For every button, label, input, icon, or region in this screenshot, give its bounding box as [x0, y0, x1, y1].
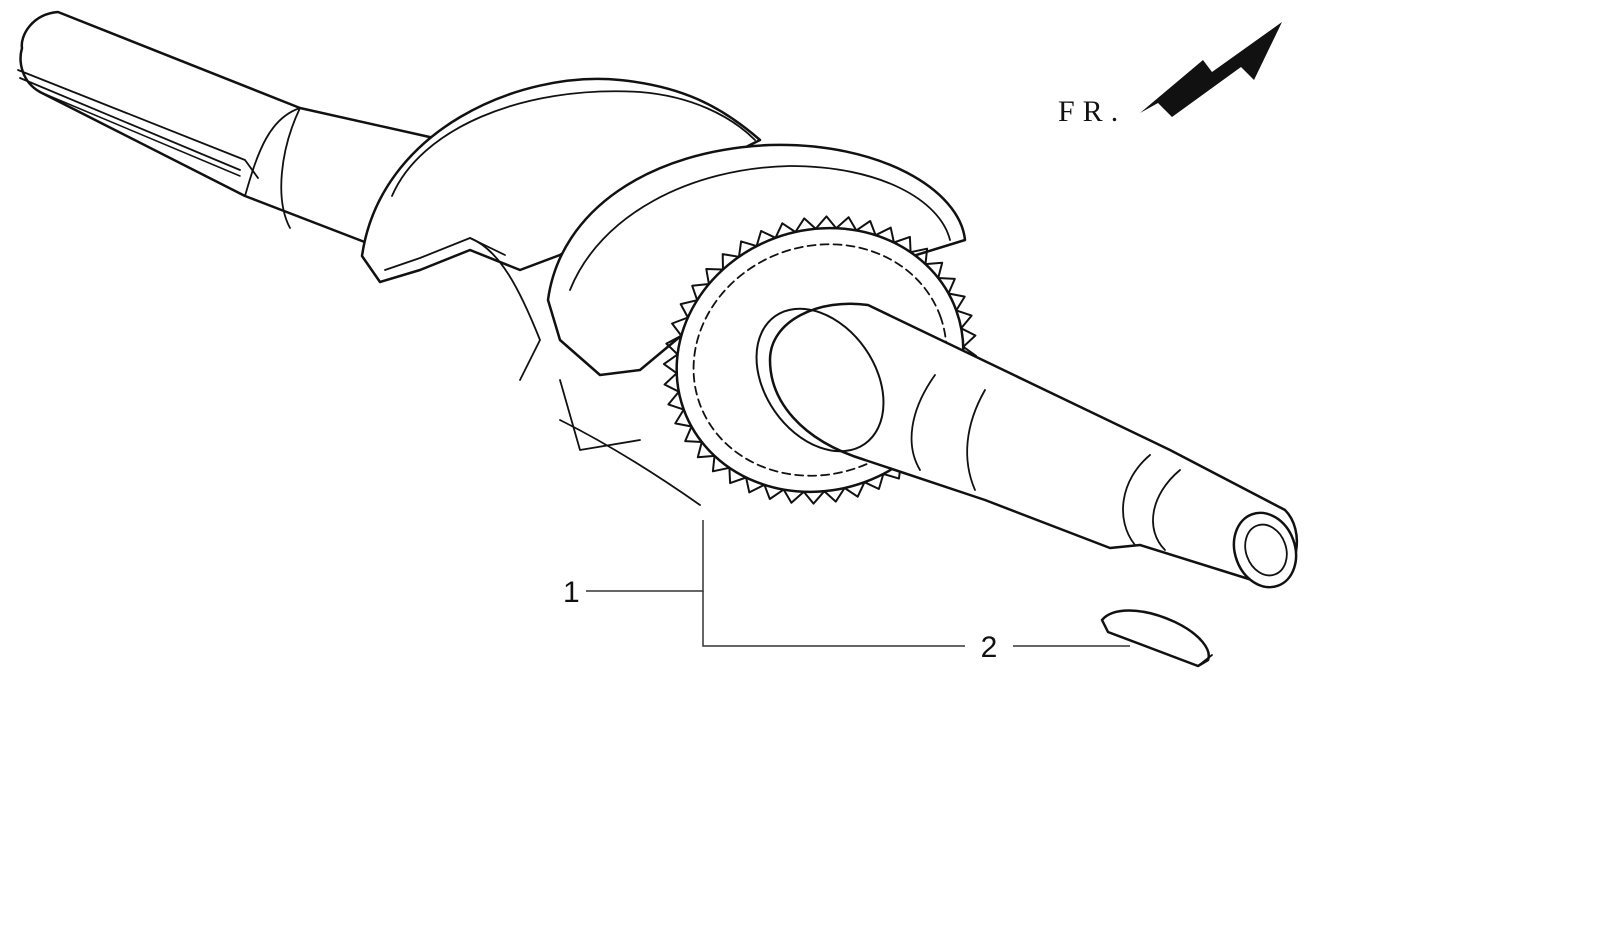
direction-label: FR.: [1058, 95, 1126, 128]
direction-arrow-icon: [1140, 22, 1282, 117]
counterweight-front: [360, 77, 762, 381]
leader-1: [586, 520, 704, 592]
leader-1-to-2: [702, 591, 965, 647]
left-shaft: [17, 10, 436, 248]
callout-1-label: 1: [563, 576, 580, 609]
leader-lines: [586, 520, 1130, 647]
callout-2-label: 2: [981, 631, 998, 664]
front-direction-indicator: FR.: [1058, 22, 1282, 128]
crankshaft: [17, 10, 1299, 589]
right-shaft: [755, 302, 1299, 589]
woodruff-key: [1100, 609, 1213, 668]
